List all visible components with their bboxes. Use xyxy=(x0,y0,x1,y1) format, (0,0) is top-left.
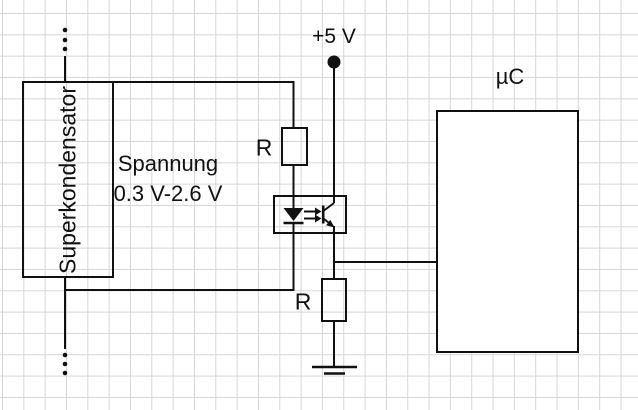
mcu-box xyxy=(436,110,579,353)
resistor-bottom-label: R xyxy=(294,288,312,315)
mcu-label: µC xyxy=(495,64,525,89)
resistor-top-label: R xyxy=(255,134,273,161)
resistor-bottom-symbol xyxy=(321,278,347,322)
continuation-dots-top-icon xyxy=(62,27,68,52)
phototransistor-icon xyxy=(321,202,335,228)
resistor-top-symbol xyxy=(281,127,308,166)
supercapacitor-box xyxy=(22,81,114,278)
supply-node-dot xyxy=(327,55,341,69)
light-arrows-icon xyxy=(304,207,322,223)
continuation-dots-bottom-icon xyxy=(62,352,68,376)
voltage-annotation-line1: Spannung xyxy=(117,151,219,176)
ground-icon xyxy=(312,365,357,375)
led-triangle-icon xyxy=(283,208,304,221)
optocoupler-box xyxy=(273,195,347,234)
supply-voltage-label: +5 V xyxy=(312,25,356,48)
wire-led-to-supercap-bottom xyxy=(65,224,295,291)
voltage-annotation: Spannung 0.3 V-2.6 V xyxy=(96,149,240,209)
voltage-annotation-line2: 0.3 V-2.6 V xyxy=(113,181,223,206)
wire-supercap-to-resistor xyxy=(113,81,295,128)
supercapacitor-label: Superkondensator xyxy=(54,85,81,274)
